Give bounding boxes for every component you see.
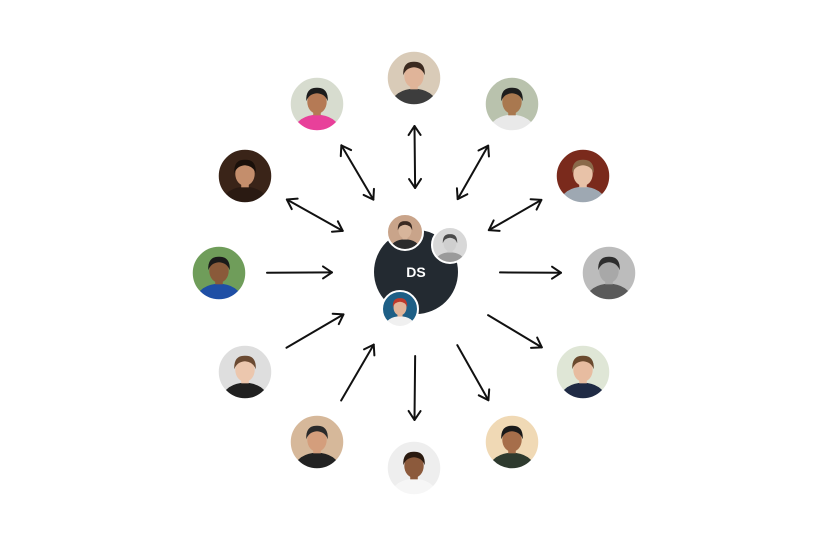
person-top-right-avatar	[484, 76, 540, 132]
hub-members	[381, 213, 469, 328]
person-bottom-left-arrow	[340, 343, 376, 402]
person-right-arrow	[498, 265, 563, 280]
person-bottom-avatar	[386, 440, 442, 496]
person-left-avatar	[191, 245, 247, 301]
person-bottom-right-avatar	[484, 414, 540, 470]
person-lower-left-avatar	[217, 344, 273, 400]
person-bottom-right-arrow	[456, 344, 491, 402]
person-bottom-arrow	[407, 354, 422, 422]
person-top-right-arrow	[455, 144, 490, 201]
person-lower-left-arrow	[285, 312, 345, 349]
person-top-left-arrow	[339, 144, 375, 201]
person-top-left-avatar	[289, 76, 345, 132]
hub-label: DS	[406, 264, 425, 280]
connection-arrows	[265, 124, 563, 422]
hub-member-right-avatar	[431, 226, 469, 264]
hub-member-bottom-avatar	[381, 290, 419, 328]
person-right-avatar	[581, 245, 637, 301]
person-upper-right-avatar	[555, 148, 611, 204]
person-upper-left-arrow	[285, 197, 344, 233]
person-top-avatar	[386, 50, 442, 106]
person-upper-left-avatar	[217, 148, 273, 204]
people-ring	[191, 50, 637, 496]
person-bottom-left-avatar	[289, 414, 345, 470]
person-top-arrow	[407, 124, 423, 190]
person-lower-right-avatar	[555, 344, 611, 400]
person-upper-right-arrow	[487, 198, 543, 232]
person-lower-right-arrow	[487, 314, 543, 349]
person-left-arrow	[265, 265, 334, 280]
hub-member-top-avatar	[386, 213, 424, 251]
